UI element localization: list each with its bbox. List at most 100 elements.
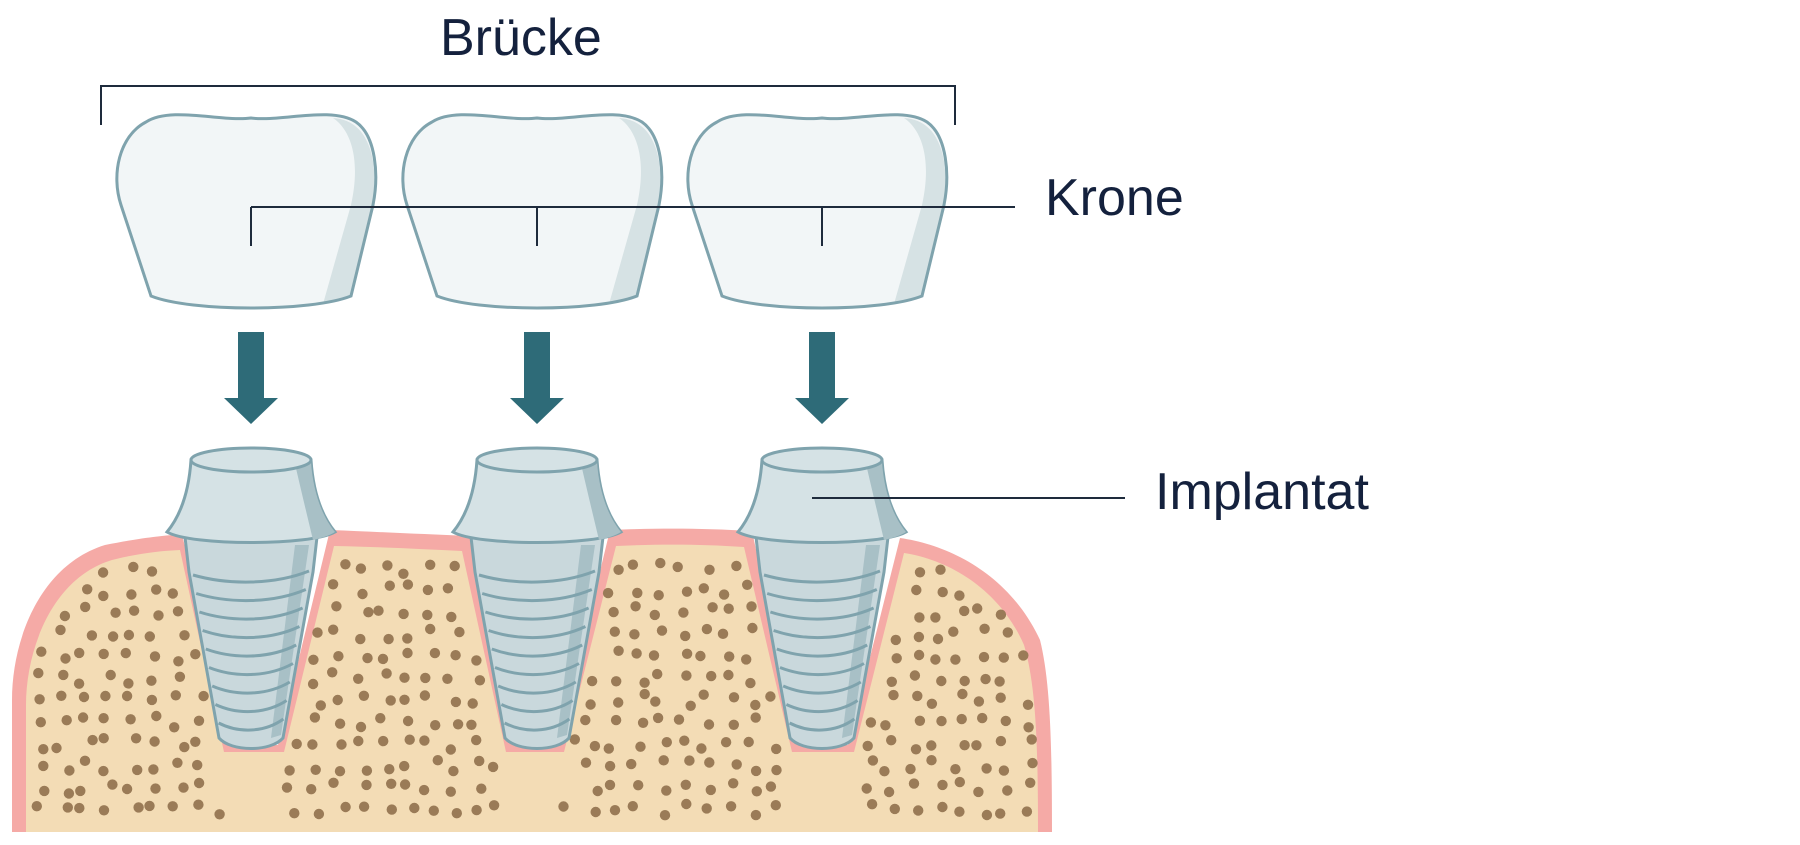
bone-dot (151, 584, 162, 595)
bone-dot (701, 803, 712, 814)
bone-dot (673, 714, 685, 725)
bone-dot (659, 810, 671, 821)
bone-dot (627, 559, 639, 570)
crown-shading (609, 118, 661, 304)
bone-dot (741, 654, 752, 665)
bone-dot (327, 579, 339, 590)
bone-dot (428, 805, 439, 816)
bone-dot (39, 785, 50, 797)
bone-dot (87, 734, 98, 746)
bone-dot (613, 645, 624, 656)
bone-dot (936, 675, 947, 687)
bone-dot (609, 805, 621, 816)
bone-dot (375, 713, 386, 724)
bone-dot (61, 715, 72, 726)
bone-dot (629, 629, 640, 640)
bone-dot (445, 786, 456, 797)
bone-dot (637, 717, 649, 728)
bone-dot (86, 630, 98, 641)
bone-dot (144, 631, 155, 642)
bone-dot (728, 692, 740, 703)
implants (164, 446, 909, 750)
implant-label: Implantat (1155, 463, 1369, 521)
bone-dot (948, 626, 959, 637)
bone-dot (377, 653, 389, 665)
bone-dot (704, 757, 715, 768)
abutment-shading (295, 462, 335, 540)
bone-dot (77, 712, 89, 723)
implant-thread (478, 569, 596, 584)
implant-thread (503, 717, 571, 732)
bone-dot (373, 605, 384, 616)
bone-dot (930, 612, 941, 623)
bone-dot (979, 623, 990, 634)
bone-dot (995, 735, 1007, 747)
bone-dot (950, 654, 961, 665)
bone-dot (355, 721, 367, 733)
bone-dot (420, 672, 431, 684)
bone-dot (981, 809, 993, 821)
bone-dot (340, 801, 351, 813)
bone-dot (123, 678, 134, 689)
bone-dot (383, 633, 394, 645)
bone-dot (585, 699, 596, 710)
bone-dot (307, 739, 318, 750)
crown-outline (115, 113, 378, 310)
bone-dot (432, 755, 443, 766)
bone-dot (146, 694, 158, 706)
bone-tissue (26, 544, 1038, 832)
implant-thread (208, 662, 294, 676)
bone-dot (681, 586, 693, 597)
bone-dot (59, 610, 71, 622)
bone-dot (650, 696, 661, 707)
crowns (115, 113, 949, 310)
bone-dot (167, 801, 178, 812)
bone-dot (604, 779, 616, 791)
bone-dot (474, 675, 486, 686)
bone-dot (886, 735, 897, 746)
bone-dot (886, 676, 897, 687)
bone-dot (355, 563, 367, 574)
bone-dot (107, 631, 119, 642)
abutment-top (760, 446, 884, 474)
bone-dot (105, 669, 116, 681)
down-arrow-icon (224, 332, 278, 424)
bone-dot (193, 777, 205, 789)
implant-thread (202, 625, 301, 640)
bone-dot (58, 669, 69, 681)
bone-dot (731, 560, 742, 572)
bone-dot (442, 583, 454, 594)
bone-dot (429, 647, 441, 659)
implant-thread (788, 717, 856, 732)
implant-thread (214, 699, 288, 714)
bone-dot (353, 673, 364, 684)
bone-dot (723, 603, 734, 614)
bone-dot (149, 736, 160, 747)
bone-dot (130, 733, 142, 744)
jaw-bone (12, 528, 1052, 832)
bone-dot (959, 605, 970, 617)
bone-dot (98, 805, 110, 816)
bone-dot (75, 785, 86, 797)
implant-thread (211, 680, 291, 695)
bone-dot (334, 718, 346, 729)
bone-dot (132, 764, 143, 776)
bone-dot (926, 698, 938, 709)
bone-dot (121, 783, 133, 795)
bone-dot (80, 601, 91, 613)
bone-dot (913, 631, 925, 643)
bone-dot (328, 624, 339, 635)
bone-dot (879, 766, 890, 777)
bone-dot (950, 764, 961, 775)
bone-dot (604, 760, 616, 772)
bone-dot (107, 779, 118, 790)
bone-dot (728, 778, 739, 789)
bridge-label: Brücke (440, 9, 602, 67)
bone-dot (742, 579, 753, 590)
bone-dot (362, 652, 373, 664)
bone-dot (978, 651, 990, 663)
bone-dot (656, 625, 668, 636)
bone-dot (751, 786, 762, 797)
bone-dot (695, 650, 706, 662)
bone-dot (569, 734, 580, 745)
